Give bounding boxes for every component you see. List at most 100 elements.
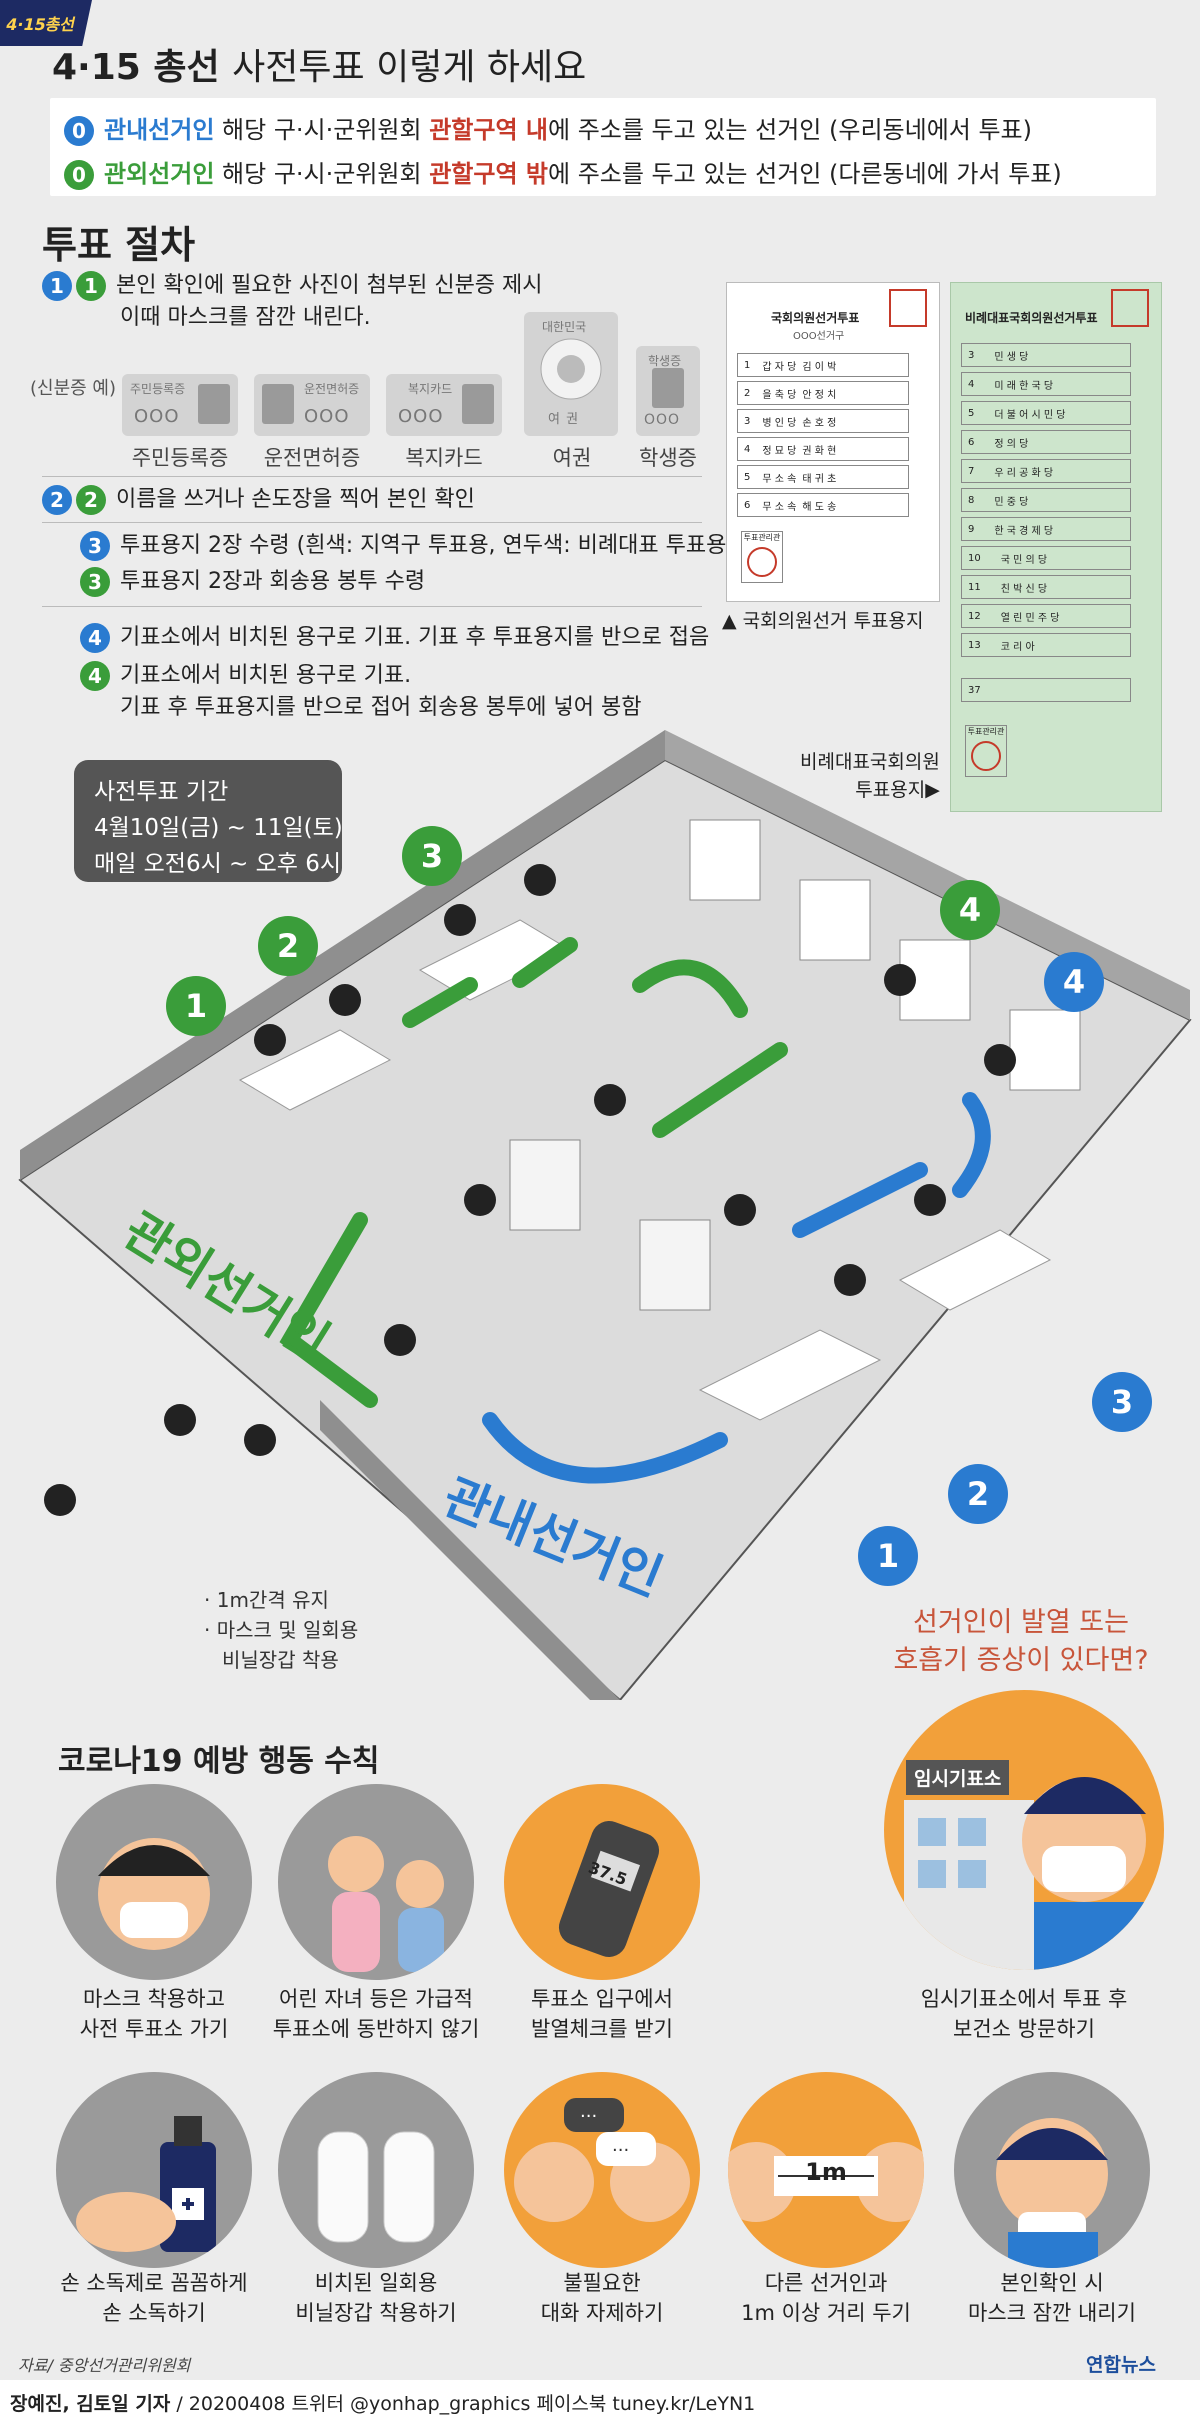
voter-figure (464, 1184, 496, 1216)
distance-icon: 1m (728, 2072, 924, 2268)
definition-post: 에 주소를 두고 있는 선거인 (다른동네에 가서 투표) (547, 160, 1062, 188)
reception-table (238, 1029, 392, 1111)
official-stamp-icon (1111, 289, 1149, 327)
voter-figure (914, 1184, 946, 1216)
official-stamp-icon (889, 289, 927, 327)
voting-booth (1009, 1009, 1081, 1091)
step-1-line2: 이때 마스크를 잠깐 내린다. (120, 305, 371, 330)
definition-number-badge: 0 (64, 116, 94, 146)
definition-zone: 관할구역 밖 (429, 160, 548, 188)
voting-booth (689, 819, 761, 901)
step-number-green: 3 (80, 567, 110, 597)
step-4a-text: 기표소에서 비치된 용구로 기표. 기표 후 투표용지를 반으로 접음 (120, 625, 710, 650)
id-name: 복지카드 (405, 446, 483, 470)
id-card-passport: 대한민국 여 권 (524, 312, 618, 436)
procedure-heading: 투표 절차 (42, 223, 196, 267)
hall-wall-right (665, 730, 1190, 1020)
ballot-box (509, 1139, 581, 1231)
ballot-table-inside (898, 1229, 1052, 1311)
title-rest: 사전투표 이렇게 하세요 (232, 47, 587, 88)
step-4b-line1: 기표소에서 비치된 용구로 기표. (120, 663, 412, 688)
voter-figure (724, 1194, 756, 1226)
local-ballot-caption: ▲ 국회의원선거 투표용지 (722, 610, 924, 632)
temporary-booth-sign: 임시기표소 (906, 1760, 1010, 1795)
step-4b-line2: 기표 후 투표용지를 반으로 접어 회송용 봉투에 넣어 봉함 (120, 695, 642, 720)
fever-question: 선거인이 발열 또는 호흡기 증상이 있다면? (893, 1607, 1149, 1676)
hall-step-badge-green: 1 (166, 976, 226, 1036)
id-name: 학생증 (639, 446, 697, 470)
voter-figure (834, 1264, 866, 1296)
outside-route-arrow (632, 959, 748, 1018)
definition-pre: 해당 구·시·군위원회 (222, 160, 422, 188)
outside-route-arrow (279, 1212, 378, 1408)
gloves-icon (278, 2072, 474, 2268)
reception-table-inside (698, 1329, 882, 1421)
thermometer-icon: 37.5 (504, 1784, 700, 1980)
voter-figure (594, 1084, 626, 1116)
official-seal-icon (747, 547, 777, 577)
id-name: 운전면허증 (263, 446, 361, 470)
photo-placeholder-icon (262, 384, 294, 424)
step-3b: 3 투표용지 2장과 회송용 봉투 수령 (80, 566, 425, 598)
voting-booth (799, 879, 871, 961)
definition-number-badge: 0 (64, 160, 94, 190)
passport-emblem-icon (540, 338, 602, 400)
id-card-student: 학생증 OOO (636, 346, 700, 436)
definition-pre: 해당 구·시·군위원회 (222, 116, 422, 144)
mask-lowering-icon (954, 2072, 1150, 2268)
definition-term: 관내선거인 (104, 116, 215, 144)
hall-wall-back (20, 730, 665, 1180)
id-card-driver: 운전면허증 OOO (254, 374, 370, 436)
staff-figure (444, 904, 476, 936)
covid-guidelines-heading: 코로나19 예방 행동 수칙 (58, 1744, 380, 1779)
period-line3: 매일 오전6시 ~ 오후 6시 (94, 851, 342, 877)
footer-bar: 장예진, 김토일 기자 / 20200408 트위터 @yonhap_graph… (0, 2380, 1200, 2420)
distance-label: 1m (805, 2158, 847, 2186)
outside-route-arrow (652, 1042, 788, 1138)
id-example-label: (신분증 예) (30, 378, 117, 399)
ballot-subtitle: OOO선거구 (793, 331, 845, 342)
voter-figure (984, 1044, 1016, 1076)
step-number-blue: 2 (42, 485, 72, 515)
step-number-blue: 3 (80, 531, 110, 561)
divider (42, 606, 702, 607)
temporary-booth-illustration: 임시기표소 (884, 1690, 1164, 1970)
step-number-blue: 1 (42, 271, 72, 301)
divider (42, 476, 702, 477)
ballot-stamp-box: 투표관리관 (965, 725, 1007, 777)
children-icon (278, 1784, 474, 1980)
definition-post: 에 주소를 두고 있는 선거인 (우리동네에서 투표) (547, 116, 1033, 144)
voter-figure (44, 1484, 76, 1516)
step-3b-text: 투표용지 2장과 회송용 봉투 수령 (120, 569, 426, 594)
inside-route-arrow (952, 1092, 991, 1198)
voter-figure (384, 1324, 416, 1356)
hall-step-badge-green: 3 (402, 826, 462, 886)
proportional-ballot-caption: 비례대표국회의원 투표용지▶ (800, 751, 940, 801)
definition-term: 관외선거인 (104, 160, 215, 188)
hall-step-badge-blue: 3 (1092, 1372, 1152, 1432)
early-voting-period-box: 사전투표 기간 4월10일(금) ~ 11일(토) 매일 오전6시 ~ 오후 6… (74, 760, 343, 882)
outside-route-arrow (402, 977, 478, 1028)
staff-figure (524, 864, 556, 896)
rule-line2: · 마스크 및 일회용 (204, 1618, 359, 1642)
ballot-stamp-box: 투표관리관 (741, 531, 783, 583)
